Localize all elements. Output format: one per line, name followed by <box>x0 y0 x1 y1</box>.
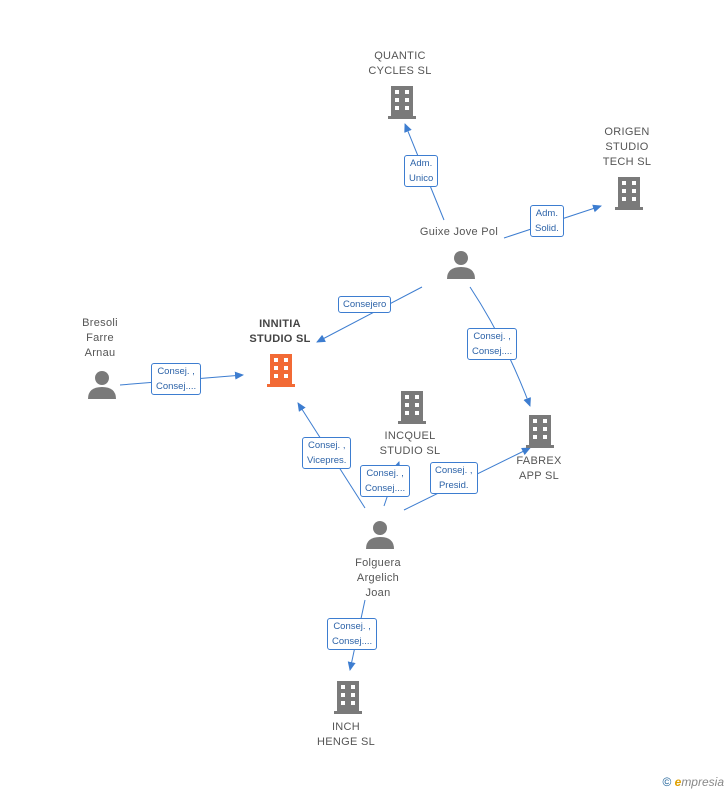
brand-logo: empresia <box>674 775 724 789</box>
edge-label-folguera-fabrex[interactable]: Consej. , Presid. <box>430 462 478 494</box>
edge-label-guixe-fabrex[interactable]: Consej. , Consej.... <box>467 328 518 360</box>
person-icon[interactable] <box>447 251 475 279</box>
node-label-innitia[interactable]: INNITIA STUDIO SL <box>249 318 311 345</box>
edge-guixe-innitia <box>316 286 423 343</box>
building-icon-focus[interactable] <box>267 354 295 387</box>
edge-label-guixe-origen[interactable]: Adm. Solid. <box>530 205 564 237</box>
edge-label-folguera-innitia[interactable]: Consej. , Vicepres. <box>302 437 352 469</box>
node-label-inch[interactable]: INCH HENGE SL <box>316 721 376 748</box>
copyright-symbol: © <box>662 775 672 789</box>
person-icon[interactable] <box>366 521 394 549</box>
footer-credit: © empresia <box>662 775 724 789</box>
building-icon[interactable] <box>398 391 426 424</box>
node-label-guixe[interactable]: Guixe Jove Pol <box>419 226 499 238</box>
building-icon[interactable] <box>334 681 362 714</box>
building-icon[interactable] <box>388 86 416 119</box>
edge-label-bresoli-innitia[interactable]: Consej. , Consej.... <box>151 363 202 395</box>
edge-label-folguera-inch[interactable]: Consej. , Consej.... <box>327 618 378 650</box>
node-label-bresoli[interactable]: Bresoli Farre Arnau <box>82 317 118 359</box>
building-icon[interactable] <box>526 415 554 448</box>
edge-label-guixe-quantic[interactable]: Adm. Unico <box>404 155 439 187</box>
building-icon[interactable] <box>615 177 643 210</box>
person-icon[interactable] <box>88 371 116 399</box>
node-label-incquel[interactable]: INCQUEL STUDIO SL <box>379 430 441 457</box>
node-label-origen[interactable]: ORIGEN STUDIO TECH SL <box>602 126 652 168</box>
edge-label-folguera-incquel[interactable]: Consej. , Consej.... <box>360 465 411 497</box>
node-label-folguera[interactable]: Folguera Argelich Joan <box>355 557 401 599</box>
node-label-fabrex[interactable]: FABREX APP SL <box>516 455 562 482</box>
node-label-quantic[interactable]: QUANTIC CYCLES SL <box>368 50 432 77</box>
edge-label-guixe-innitia[interactable]: Consejero <box>338 296 392 313</box>
